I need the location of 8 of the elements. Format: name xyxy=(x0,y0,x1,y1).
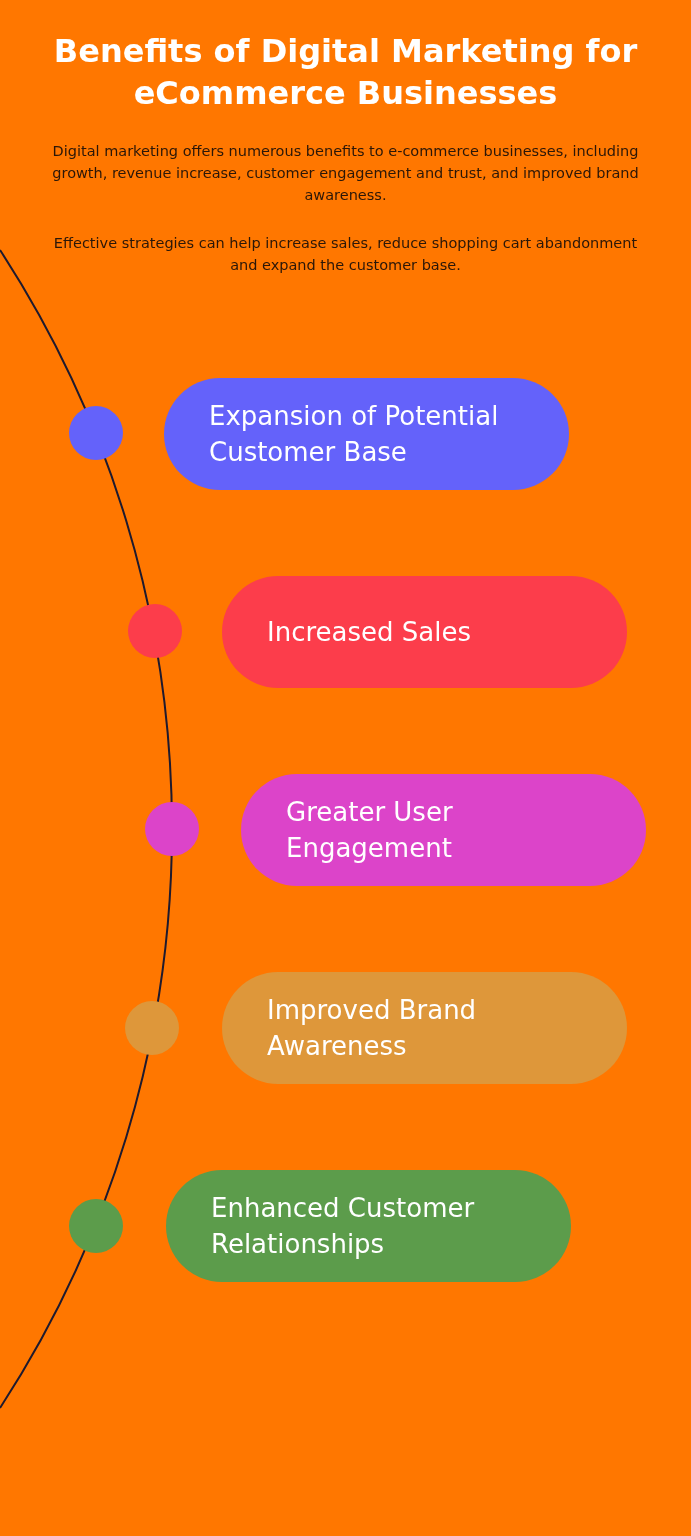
benefit-text: Enhanced Customer Relationships xyxy=(211,1192,476,1261)
benefit-text: Improved Brand Awareness xyxy=(267,994,478,1063)
intro-paragraph: Effective strategies can help increase sales, reduce shopping cart abandonment and expand the customer base. xyxy=(52,234,639,275)
intro-paragraph: Digital marketing offers numerous benefits to e-commerce businesses, including growth, revenue increase, customer engagement and trust, and improved brand awareness. xyxy=(51,142,640,205)
title: Benefits of Digital Marketing for eCommerce Businesses xyxy=(52,31,639,114)
benefit-text: Increased Sales xyxy=(267,616,471,649)
benefit-text: Greater User Engagement xyxy=(286,796,454,865)
benefit-text: Expansion of Potential Customer Base xyxy=(209,400,500,469)
